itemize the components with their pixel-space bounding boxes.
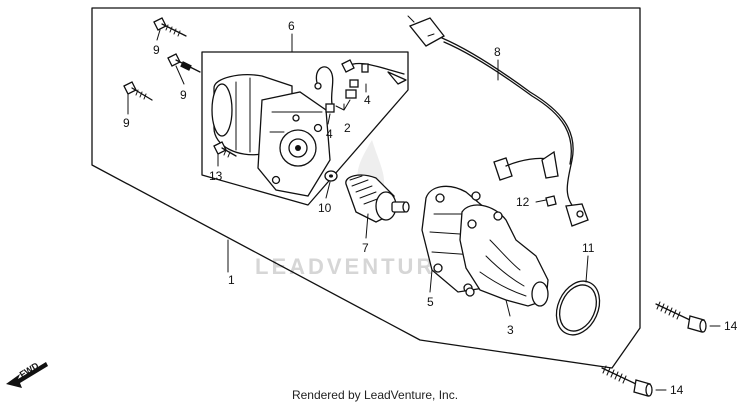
callout-7: 7	[362, 241, 369, 255]
callout-14-upper: 14	[724, 319, 738, 333]
long-bolt-14-lower	[601, 365, 653, 397]
callout-13: 13	[209, 169, 223, 183]
starter-motor	[211, 74, 331, 197]
long-bolt-14-upper	[655, 301, 707, 333]
wire-harness-8	[407, 15, 589, 227]
callout-5: 5	[427, 295, 434, 309]
reduction-case-3	[459, 204, 549, 307]
washer-10	[324, 170, 338, 182]
callout-9-middle: 9	[180, 88, 187, 102]
screw-9-lower	[123, 81, 153, 101]
callout-3: 3	[507, 323, 514, 337]
screw-9-middle	[167, 53, 201, 73]
callout-2: 2	[344, 121, 351, 135]
assembly-outline	[91, 7, 641, 369]
callout-1: 1	[228, 273, 235, 287]
watermark-text: LEADVENTURE	[255, 254, 453, 279]
callout-6: 6	[288, 19, 295, 33]
bolt-13	[213, 141, 237, 158]
starter-drive-gear-7	[345, 174, 410, 223]
rendered-by-credit: Rendered by LeadVenture, Inc.	[291, 388, 459, 402]
motor-subassembly-outline	[201, 51, 409, 206]
callout-9-lower: 9	[123, 116, 130, 130]
callout-4-right: 4	[364, 93, 371, 107]
callout-14-lower: 14	[670, 383, 684, 397]
bolt-12	[545, 195, 557, 207]
forward-direction-arrow-icon: FWD	[6, 360, 48, 388]
screw-9-top	[153, 17, 187, 37]
callout-10: 10	[318, 201, 332, 215]
callout-11: 11	[582, 241, 595, 255]
o-ring-11	[555, 280, 601, 336]
callout-12: 12	[516, 195, 530, 209]
brush-lead-wires	[314, 59, 407, 113]
callout-4-left: 4	[326, 127, 333, 141]
callout-9-top: 9	[153, 43, 160, 57]
callout-8: 8	[494, 45, 501, 59]
leader-lines	[127, 29, 721, 391]
